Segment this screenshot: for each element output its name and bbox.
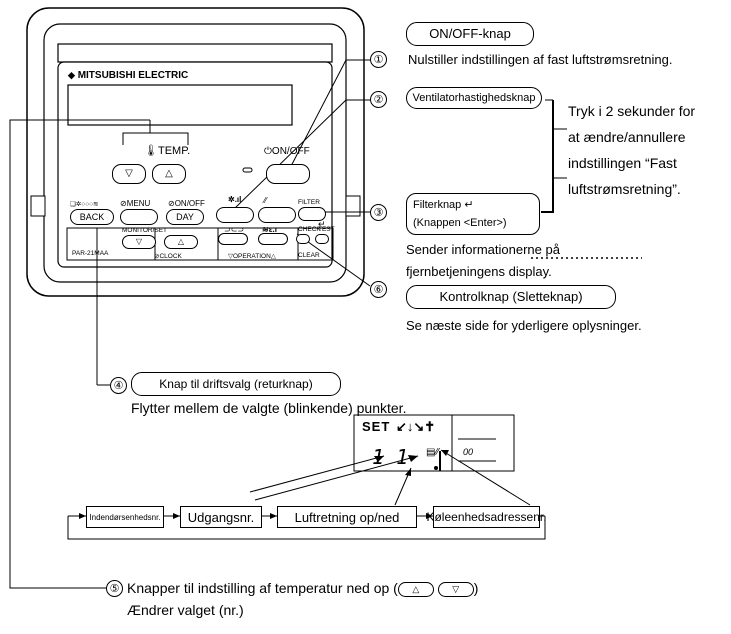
check-button[interactable] [296, 234, 310, 244]
temp-label: 🌡TEMP. [144, 145, 191, 157]
louver-button[interactable] [258, 207, 296, 223]
test-label: TEST [318, 226, 335, 233]
callout-4-desc: Flytter mellem de valgte (blinkende) pun… [131, 400, 407, 416]
fan-speed-icon: ✲.ıl [228, 195, 242, 204]
temp-down-button[interactable]: ▽ [112, 164, 146, 184]
check-label: CHECK [298, 226, 321, 233]
enter-icon: ↵ [318, 219, 326, 229]
callout-6-title: Kontrolknap (Sletteknap) [406, 285, 616, 309]
clock-up-button[interactable]: △ [164, 235, 198, 249]
mitsubishi-diamond-icon: ◆ [68, 70, 75, 80]
back-button[interactable]: BACK [70, 209, 114, 225]
callout-2-title: Ventilatorhastighedsknap [406, 87, 542, 109]
filter-button[interactable] [298, 207, 326, 221]
fan-speed-button[interactable] [216, 207, 254, 223]
callout-1-desc: Nulstiller indstillingen af fast luftstr… [408, 52, 673, 67]
callout-5-number: ⑤ [106, 580, 123, 597]
filter-label: FILTER [298, 199, 320, 206]
callout-4-title: Knap til driftsvalg (returknap) [131, 372, 341, 396]
flow-box-indoor-unit: Indendørsenhedsnr. [86, 506, 164, 528]
day-button[interactable]: DAY [166, 209, 204, 225]
lcd-code: 00 [463, 447, 474, 457]
brand-logo: ◆ MITSUBISHI ELECTRIC [68, 70, 189, 81]
model-label: PAR-21MAA [72, 250, 109, 257]
callout-5-line-1: Knapper til indstilling af temperatur ne… [127, 580, 479, 597]
flow-box-airflow: Luftretning op/ned [277, 506, 417, 528]
mode-icons: ❏✲○○○≋ [70, 201, 99, 208]
down-button-icon: ▽ [437, 581, 474, 597]
callout-3-title: Filterknap ↵ (Knappen <Enter>) [406, 193, 540, 235]
operation-label: ▽OPERATION△ [228, 253, 276, 260]
temp-up-button[interactable]: △ [152, 164, 186, 184]
flow-box-output: Udgangsnr. [180, 506, 262, 528]
thermometer-icon: 🌡 [144, 145, 158, 157]
side-note: Tryk i 2 sekunder for at ændre/annullere… [568, 103, 696, 197]
lcd-set-label: SET [362, 419, 391, 434]
onoff2-label: ⊘ON/OFF [168, 199, 205, 208]
onoff-button[interactable] [266, 164, 310, 184]
test-button[interactable] [315, 234, 329, 244]
clear-label: CLEAR [298, 252, 320, 259]
clock-down-button[interactable]: ▽ [122, 235, 156, 249]
callout-3-number: ③ [370, 204, 387, 221]
callout-1-title: ON/OFF-knap [406, 22, 534, 46]
callout-5-line-2: Ændrer valget (nr.) [127, 602, 244, 618]
callout-3-desc-1: Sender informationerne på [406, 242, 560, 257]
lcd-digits: 1 1 [372, 445, 409, 469]
callout-2-number: ② [370, 91, 387, 108]
louver-icon: ⁄⁄ [264, 196, 267, 205]
callout-3-desc-2: fjernbetjeningens display. [406, 264, 552, 279]
callout-1-number: ① [370, 51, 387, 68]
power-icon: ⏻ [264, 146, 272, 157]
timer-icon: ⊃⊂⊃ [224, 225, 245, 234]
up-button-icon: △ [397, 581, 434, 597]
operation-down-button[interactable] [218, 233, 248, 245]
callout-6-desc: Se næste side for yderligere oplysninger… [406, 318, 642, 333]
flow-box-refrigerant: Køleenhedsadressenr. [426, 506, 547, 528]
menu-button[interactable] [120, 209, 158, 225]
vane-icon: ≋ε.ı [262, 225, 277, 234]
lcd-airflow-icons: ↙↓↘✝ [396, 419, 436, 434]
monitor-label: MONITOR/SET [122, 227, 168, 234]
operation-up-button[interactable] [258, 233, 288, 245]
lcd-vane-icon: ▤⁄⁄ [426, 447, 439, 458]
onoff-label: ⏻ON/OFF [264, 146, 310, 157]
callout-4-number: ④ [110, 377, 127, 394]
callout-6-number: ⑥ [370, 281, 387, 298]
menu-label: ⊘MENU [120, 199, 151, 208]
clock-label: ⊘CLOCK [154, 253, 182, 260]
